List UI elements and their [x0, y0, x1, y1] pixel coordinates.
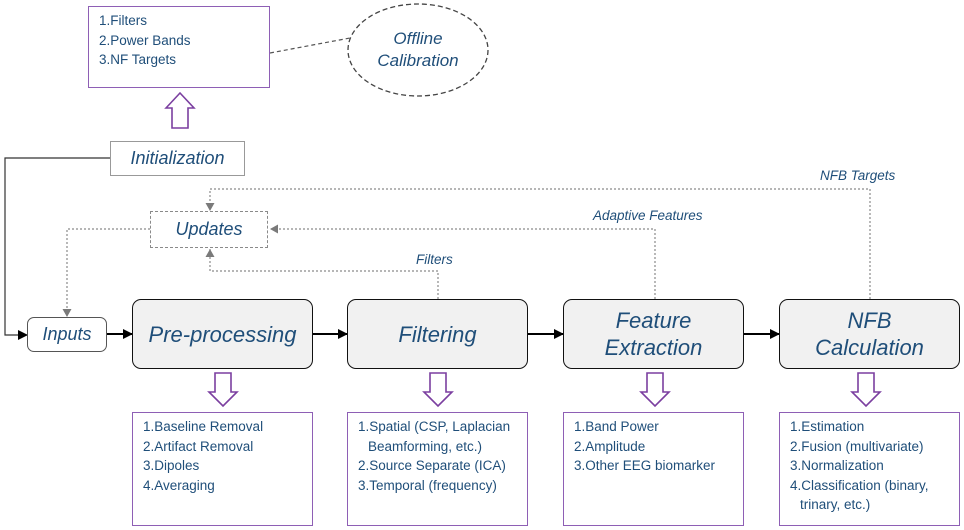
down-hollow-arrow-preprocessing	[207, 372, 239, 408]
offline-calibration-label: Offline Calibration	[350, 28, 486, 72]
list-item: 3.Other EEG biomarker	[574, 458, 716, 473]
list-item: 1.Filters	[99, 13, 148, 28]
list-item: 2.Power Bands	[99, 32, 191, 48]
nfb-methods-box: 1.Estimation 2.Fusion (multivariate) 3.N…	[779, 412, 960, 526]
calibration-outputs-box: 1.Filters 2.Power Bands 3.NF Targets	[88, 6, 270, 88]
list-item: 2.Artifact Removal	[143, 438, 254, 454]
list-item: 3.Dipoles	[143, 458, 200, 473]
up-hollow-arrow	[164, 91, 196, 129]
list-item: Beamforming, etc.)	[368, 438, 483, 454]
list-item: 3.Temporal (frequency)	[358, 477, 497, 493]
offline-calibration-line2: Calibration	[377, 51, 459, 70]
list-item: 3.NF Targets	[99, 52, 177, 67]
stage-title: Feature	[615, 308, 692, 333]
list-item: 2.Fusion (multivariate)	[790, 438, 924, 454]
stage-title: Pre-processing	[148, 321, 297, 347]
list-item: 1.Baseline Removal	[143, 419, 264, 434]
list-item: 2.Source Separate (ICA)	[358, 458, 506, 473]
inputs-label: Inputs	[42, 324, 92, 344]
feature-methods-box: 1.Band Power 2.Amplitude 3.Other EEG bio…	[563, 412, 744, 526]
preprocessing-methods-box: 1.Baseline Removal 2.Artifact Removal 3.…	[132, 412, 313, 526]
nfb-targets-feedback-line	[205, 188, 871, 299]
stage-title: NFB	[847, 308, 892, 333]
stage-title-line2: Extraction	[604, 335, 703, 360]
down-hollow-arrow-feature	[639, 372, 671, 408]
stage-title: Filtering	[398, 321, 477, 347]
stage-feature-extraction: Feature Extraction	[563, 299, 744, 369]
stage-preprocessing: Pre-processing	[132, 299, 313, 369]
updates-label: Updates	[175, 219, 243, 239]
adaptive-features-label: Adaptive Features	[593, 208, 703, 223]
list-item: 3.Normalization	[790, 458, 884, 473]
filters-feedback-label: Filters	[416, 252, 453, 267]
initialization-box: Initialization	[110, 141, 245, 176]
list-item: 4.Averaging	[143, 477, 215, 493]
adaptive-features-feedback-line	[270, 224, 656, 299]
initialization-label: Initialization	[130, 148, 225, 168]
offline-calibration-bubble	[347, 3, 489, 97]
list-item: 2.Amplitude	[574, 438, 646, 454]
updates-box: Updates	[150, 211, 268, 248]
down-hollow-arrow-filtering	[422, 372, 454, 408]
filtering-methods-box: 1.Spatial (CSP, Laplacian Beamforming, e…	[347, 412, 528, 526]
inputs-box: Inputs	[27, 317, 107, 352]
stage-title-line2: Calculation	[815, 335, 924, 360]
nfb-targets-label: NFB Targets	[820, 168, 896, 183]
list-item: 4.Classification (binary,	[790, 477, 929, 493]
stage-nfb-calculation: NFB Calculation	[779, 299, 960, 369]
filters-feedback-line	[205, 249, 439, 299]
init-to-inputs-line	[4, 157, 110, 340]
down-hollow-arrow-nfb	[850, 372, 882, 408]
list-item: trinary, etc.)	[800, 497, 871, 512]
list-item: 1.Estimation	[790, 419, 865, 434]
stage-filtering: Filtering	[347, 299, 528, 369]
calibration-connector	[269, 37, 351, 54]
list-item: 1.Band Power	[574, 419, 659, 434]
updates-to-inputs-line	[62, 228, 150, 317]
offline-calibration-line1: Offline	[393, 29, 443, 48]
list-item: 1.Spatial (CSP, Laplacian	[358, 419, 511, 434]
